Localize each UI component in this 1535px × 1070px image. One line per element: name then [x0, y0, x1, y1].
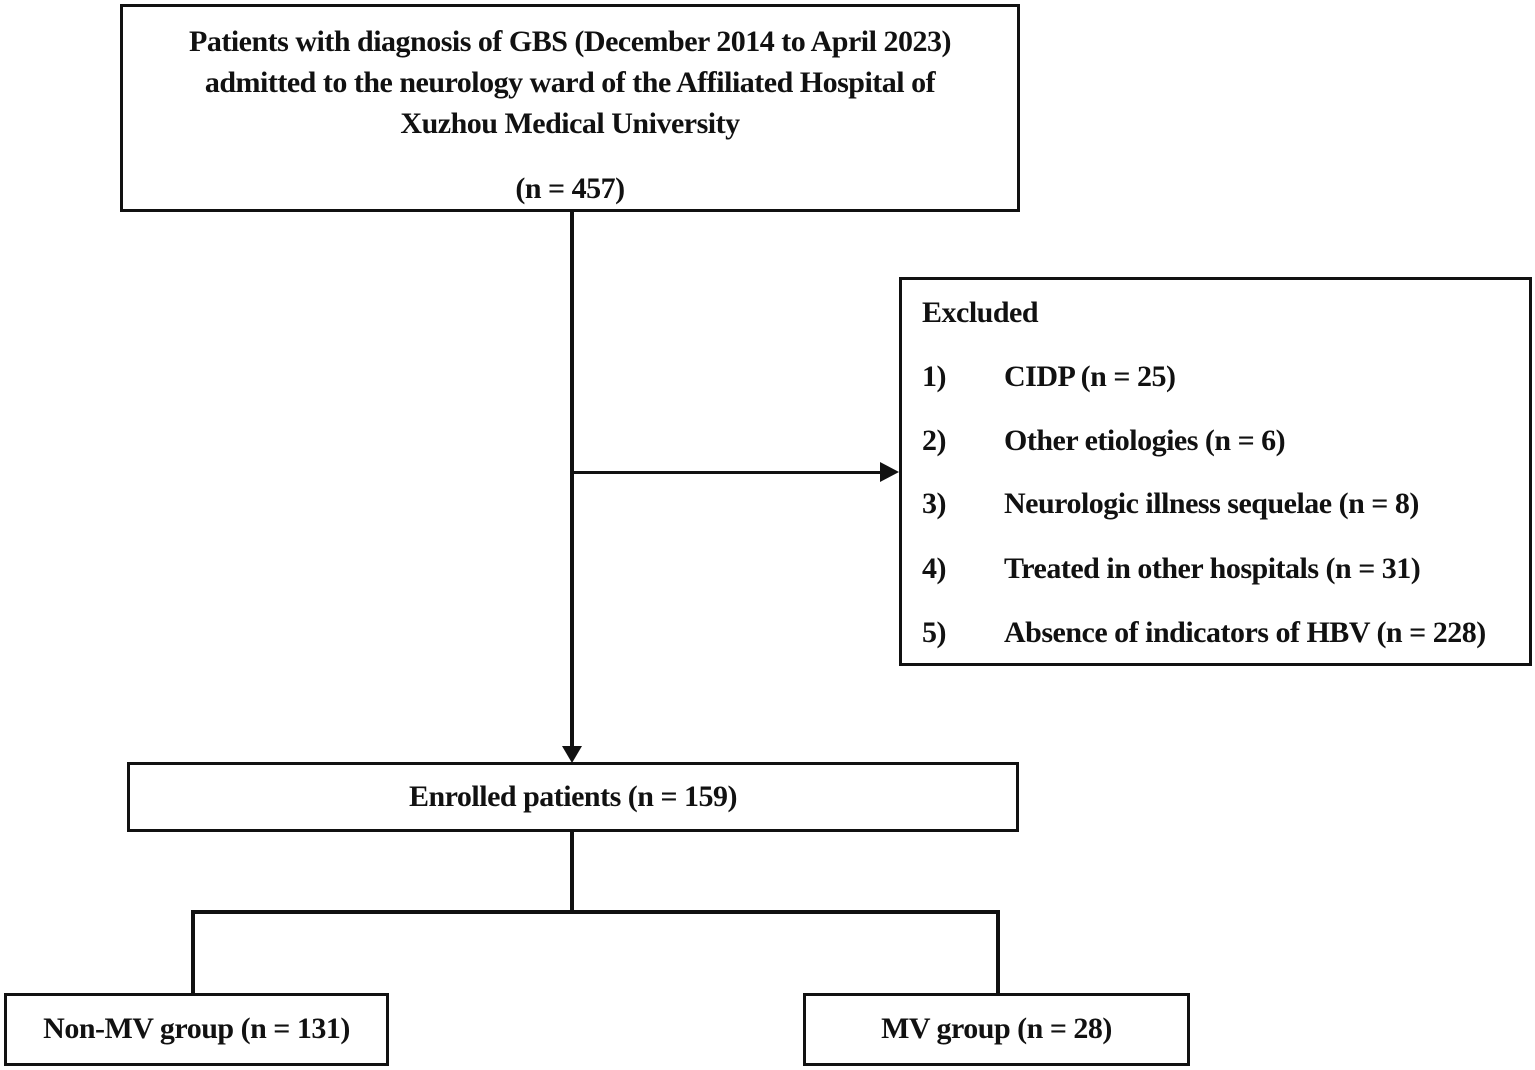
excluded-item-number: 4) — [922, 552, 947, 585]
connector-to-nonmv — [191, 910, 195, 993]
excluded-item-number: 3) — [922, 487, 947, 520]
excluded-item-label: Neurologic illness sequelae (n = 8) — [1004, 487, 1419, 520]
patients-diagnosis-box: Patients with diagnosis of GBS (December… — [120, 4, 1020, 212]
top-box-line-1: Patients with diagnosis of GBS (December… — [189, 25, 951, 58]
connector-to-mv — [996, 910, 1000, 993]
connector-top-to-enrolled — [570, 212, 574, 750]
excluded-item-label: CIDP (n = 25) — [1004, 360, 1176, 393]
connector-enrolled-to-split — [570, 832, 574, 912]
top-box-line-2: admitted to the neurology ward of the Af… — [204, 66, 936, 99]
excluded-item-number: 5) — [922, 616, 947, 649]
non-mv-group-label: Non-MV group (n = 131) — [43, 1012, 350, 1045]
excluded-title: Excluded — [922, 296, 1039, 329]
arrowhead-right-icon — [880, 462, 899, 482]
arrowhead-down-icon — [562, 746, 582, 763]
excluded-item-label: Other etiologies (n = 6) — [1004, 424, 1286, 457]
top-box-line-3: Xuzhou Medical University — [400, 107, 740, 140]
excluded-item-number: 1) — [922, 360, 947, 393]
excluded-item-number: 2) — [922, 424, 947, 457]
non-mv-group-box: Non-MV group (n = 131) — [4, 993, 389, 1066]
excluded-box: Excluded 1) CIDP (n = 25) 2) Other etiol… — [899, 277, 1532, 666]
mv-group-label: MV group (n = 28) — [881, 1012, 1112, 1045]
excluded-item-label: Treated in other hospitals (n = 31) — [1004, 552, 1421, 585]
enrolled-patients-box: Enrolled patients (n = 159) — [127, 762, 1019, 832]
excluded-item-label: Absence of indicators of HBV (n = 228) — [1004, 616, 1486, 649]
split-horizontal-line — [191, 910, 1000, 914]
enrolled-label: Enrolled patients (n = 159) — [408, 780, 738, 813]
mv-group-box: MV group (n = 28) — [803, 993, 1190, 1066]
top-box-count: (n = 457) — [515, 172, 625, 205]
connector-to-excluded — [572, 471, 884, 474]
